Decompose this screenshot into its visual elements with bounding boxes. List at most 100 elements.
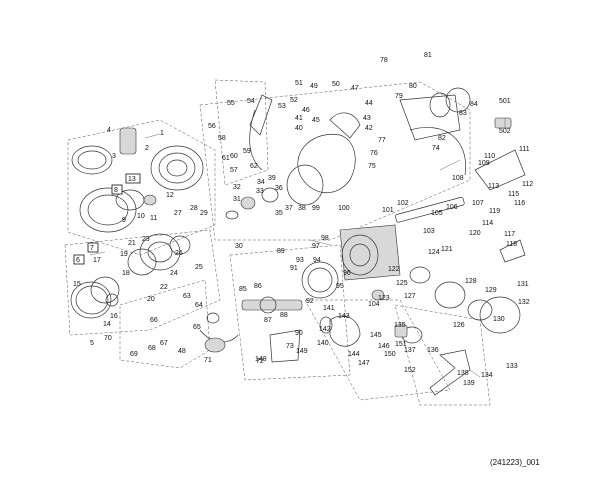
part-label-116: 116 — [514, 200, 525, 207]
part-label-115: 115 — [508, 191, 519, 198]
part-label-41: 41 — [295, 115, 303, 122]
part-label-124: 124 — [428, 249, 440, 256]
part-label-33: 33 — [256, 188, 264, 195]
part-label-71: 71 — [204, 357, 212, 364]
part-label-149: 149 — [296, 348, 308, 355]
part-label-92: 92 — [306, 298, 314, 305]
part-label-21: 21 — [128, 240, 136, 247]
part-label-147: 147 — [358, 360, 370, 367]
part-label-127: 127 — [404, 293, 416, 300]
part-label-28: 28 — [190, 205, 198, 212]
part-label-125: 125 — [396, 280, 408, 287]
part-label-56: 56 — [208, 123, 216, 130]
part-label-141: 141 — [323, 305, 335, 312]
part-label-109: 109 — [478, 160, 490, 167]
part-label-55: 55 — [227, 100, 235, 107]
part-label-16: 16 — [110, 313, 118, 320]
part-label-93: 93 — [296, 257, 304, 264]
part-label-91: 91 — [290, 265, 298, 272]
group-outlines — [64, 79, 491, 406]
part-label-75: 75 — [368, 163, 376, 170]
part-label-51: 51 — [295, 80, 303, 87]
part-label-135: 135 — [394, 322, 406, 329]
part-label-50: 50 — [332, 81, 340, 88]
part-label-142: 142 — [319, 326, 331, 333]
part-label-113: 113 — [488, 183, 499, 190]
part-label-37: 37 — [285, 205, 293, 212]
part-label-102: 102 — [397, 200, 409, 207]
part-label-118: 118 — [506, 241, 517, 248]
part-label-81: 81 — [424, 52, 432, 59]
part-label-17: 17 — [93, 257, 101, 264]
part-label-42: 42 — [365, 125, 373, 132]
part-label-19: 19 — [120, 251, 128, 258]
part-label-150: 150 — [384, 351, 396, 358]
part-label-67: 67 — [160, 340, 168, 347]
part-label-47: 47 — [351, 85, 359, 92]
part-label-501: 501 — [499, 98, 511, 105]
part-label-114: 114 — [482, 220, 493, 227]
part-label-80: 80 — [409, 83, 417, 90]
part-label-103: 103 — [423, 228, 435, 235]
part-label-84: 84 — [470, 101, 478, 108]
boxed-label-frame-7 — [87, 242, 99, 253]
part-label-49: 49 — [310, 83, 318, 90]
part-label-101: 101 — [382, 207, 394, 214]
part-label-105: 105 — [431, 210, 443, 217]
part-label-3: 3 — [112, 153, 116, 160]
document-id: (241223)_001 — [490, 458, 540, 467]
part-label-88: 88 — [280, 312, 288, 319]
part-label-45: 45 — [312, 117, 320, 124]
part-label-132: 132 — [518, 299, 530, 306]
boxed-label-7: 7 — [90, 245, 94, 252]
part-label-110: 110 — [484, 153, 495, 160]
boxed-label-13: 13 — [128, 176, 136, 183]
part-label-121: 121 — [441, 246, 453, 253]
part-label-38: 38 — [298, 205, 306, 212]
part-label-35: 35 — [275, 210, 283, 217]
part-label-5: 5 — [90, 340, 94, 347]
part-label-22: 22 — [160, 284, 168, 291]
part-label-20: 20 — [147, 296, 155, 303]
part-label-43: 43 — [363, 115, 371, 122]
part-label-138: 138 — [457, 370, 469, 377]
part-label-108: 108 — [452, 175, 464, 182]
part-label-32: 32 — [233, 184, 241, 191]
part-label-502: 502 — [499, 128, 511, 135]
part-label-86: 86 — [254, 283, 262, 290]
part-label-106: 106 — [446, 204, 458, 211]
part-label-24: 24 — [170, 270, 178, 277]
part-label-76: 76 — [370, 150, 378, 157]
part-label-120: 120 — [469, 230, 481, 237]
part-label-83: 83 — [459, 110, 467, 117]
part-label-53: 53 — [278, 103, 286, 110]
part-label-97: 97 — [312, 243, 320, 250]
part-label-89: 89 — [277, 248, 285, 255]
body-assembly — [241, 117, 526, 334]
part-label-140: 140 — [317, 340, 329, 347]
part-label-62: 62 — [250, 163, 258, 170]
part-label-133: 133 — [506, 363, 518, 370]
part-label-130: 130 — [493, 316, 505, 323]
boxed-label-6: 6 — [76, 257, 80, 264]
part-label-77: 77 — [378, 137, 386, 144]
part-label-107: 107 — [472, 200, 484, 207]
part-label-96: 96 — [343, 270, 351, 277]
part-label-90: 90 — [295, 330, 303, 337]
part-label-72: 72 — [256, 358, 264, 365]
boxed-label-frame-8 — [111, 184, 123, 195]
spool-assembly — [71, 127, 204, 315]
part-label-137: 137 — [404, 347, 416, 354]
part-label-126: 126 — [453, 322, 465, 329]
part-label-99: 99 — [312, 205, 320, 212]
part-label-39: 39 — [268, 175, 276, 182]
part-label-40: 40 — [295, 125, 303, 132]
part-label-151: 151 — [395, 341, 407, 348]
part-label-104: 104 — [368, 301, 380, 308]
part-label-58: 58 — [218, 135, 226, 142]
part-label-112: 112 — [522, 181, 533, 188]
part-label-145: 145 — [370, 332, 382, 339]
part-label-134: 134 — [481, 372, 493, 379]
part-label-148: 148 — [255, 356, 267, 363]
